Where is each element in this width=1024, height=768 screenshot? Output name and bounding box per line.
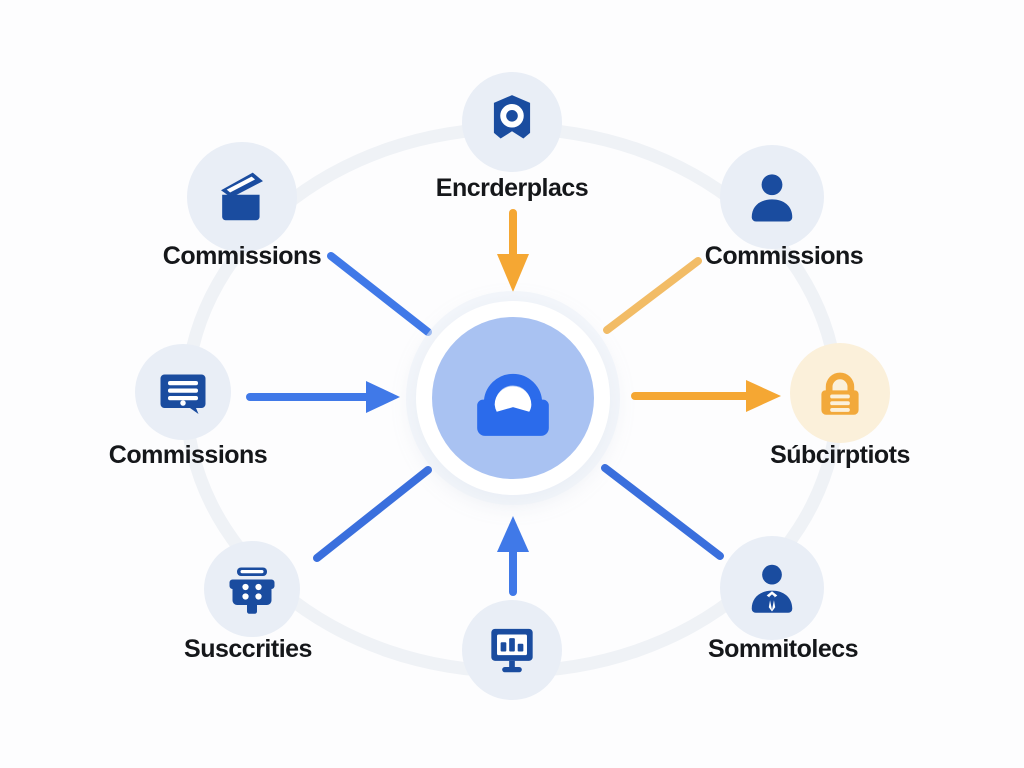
badge-seal-icon bbox=[493, 95, 531, 139]
node-label: Commissions bbox=[704, 242, 864, 270]
line-hub-to-top-right bbox=[603, 257, 702, 334]
inbox-icon bbox=[477, 373, 549, 436]
node-label: Commissions bbox=[162, 242, 322, 270]
node-bottom-center bbox=[462, 600, 562, 700]
arrow-hub-to-mid-right bbox=[631, 380, 781, 412]
arrow-bottom-center-to-hub bbox=[497, 516, 529, 596]
arrow-mid-left-to-hub bbox=[246, 381, 400, 413]
hub-node bbox=[416, 301, 610, 495]
node-label: Commissions bbox=[108, 441, 268, 469]
node-top-center bbox=[462, 72, 562, 172]
node-label: Sommitolecs bbox=[707, 635, 859, 663]
node-mid-right bbox=[790, 343, 890, 443]
person-suit-icon bbox=[751, 564, 793, 613]
hub-inner-circle bbox=[432, 317, 594, 479]
monitor-chart-icon bbox=[491, 628, 533, 673]
node-mid-left bbox=[135, 344, 231, 440]
node-label: Encrderplacs bbox=[435, 174, 589, 202]
person-icon bbox=[751, 174, 793, 222]
node-bottom-right bbox=[720, 536, 824, 640]
node-bottom-left bbox=[204, 541, 300, 637]
node-top-right bbox=[720, 145, 824, 249]
node-label: Súbcirptiots bbox=[770, 441, 910, 469]
lock-icon bbox=[821, 372, 859, 415]
node-top-left bbox=[187, 142, 297, 252]
receipt-icon bbox=[160, 374, 206, 414]
line-top-left-to-hub bbox=[327, 252, 432, 336]
grid-box-icon bbox=[229, 567, 275, 614]
line-bottom-left-to-hub bbox=[313, 466, 432, 562]
open-box-icon bbox=[221, 172, 263, 221]
arrow-top-center-to-hub bbox=[497, 209, 529, 292]
line-hub-to-bottom-right bbox=[601, 464, 724, 560]
node-label: Susccrities bbox=[184, 635, 312, 663]
